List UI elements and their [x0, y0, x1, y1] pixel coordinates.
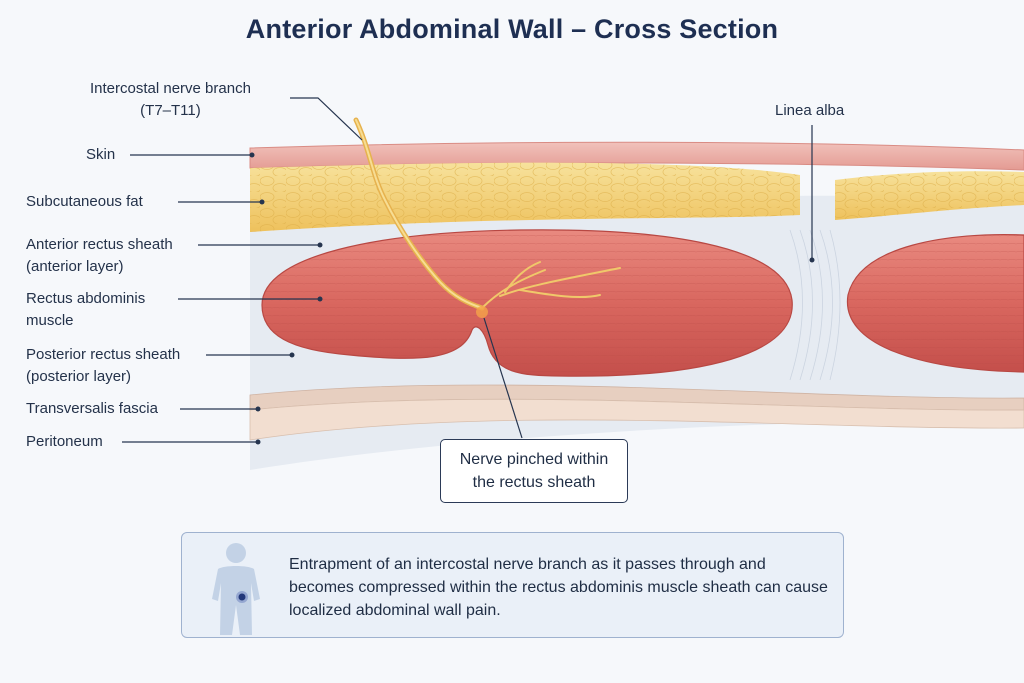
label-nerve-branch: Intercostal nerve branch (T7–T11) — [90, 78, 251, 122]
info-box: Entrapment of an intercostal nerve branc… — [181, 532, 844, 638]
human-torso-icon — [212, 543, 260, 635]
label-posterior-sheath-line2: (posterior layer) — [26, 368, 132, 385]
pinch-point — [476, 306, 488, 318]
rectus-muscle-right-fibers — [847, 234, 1024, 372]
label-skin: Skin — [86, 146, 116, 163]
label-linea-alba: Linea alba — [775, 102, 845, 119]
linea-alba-fibers — [789, 229, 841, 381]
label-posterior-sheath: Posterior rectus sheath (posterior layer… — [26, 344, 180, 388]
label-anterior-sheath-line2: (anterior layer) — [26, 258, 124, 275]
label-subcutaneous-fat: Subcutaneous fat — [26, 193, 143, 210]
pinch-callout-line2: the rectus sheath — [472, 474, 596, 491]
leader-lines — [122, 97, 813, 443]
label-posterior-sheath-line1: Posterior rectus sheath — [26, 346, 181, 363]
label-anterior-sheath: Anterior rectus sheath (anterior layer) — [26, 234, 173, 278]
label-rectus-muscle-line1: Rectus abdominis — [26, 290, 146, 307]
fat-layer-right-cells — [835, 171, 1024, 220]
pinch-callout-line1: Nerve pinched within — [459, 451, 609, 468]
label-rectus-muscle-line2: muscle — [26, 312, 74, 329]
label-peritoneum: Peritoneum — [26, 433, 103, 450]
nerve-branches — [481, 261, 621, 309]
label-rectus-muscle: Rectus abdominis muscle — [26, 288, 145, 332]
intercostal-nerve-highlight — [355, 119, 483, 309]
diagram-title: Anterior Abdominal Wall – Cross Section — [245, 14, 779, 44]
rectus-muscle-left-fibers — [262, 229, 793, 377]
label-nerve-branch-line1: Intercostal nerve branch — [90, 80, 251, 97]
peritoneum-layer — [249, 398, 1024, 441]
label-anterior-sheath-line1: Anterior rectus sheath — [26, 236, 173, 253]
info-text: Entrapment of an intercostal nerve branc… — [289, 556, 828, 619]
label-nerve-branch-line2: (T7–T11) — [140, 102, 201, 119]
label-transversalis-fascia: Transversalis fascia — [26, 400, 158, 417]
fat-layer-left-cells — [250, 162, 800, 232]
pinch-callout: Nerve pinched within the rectus sheath — [440, 439, 628, 503]
